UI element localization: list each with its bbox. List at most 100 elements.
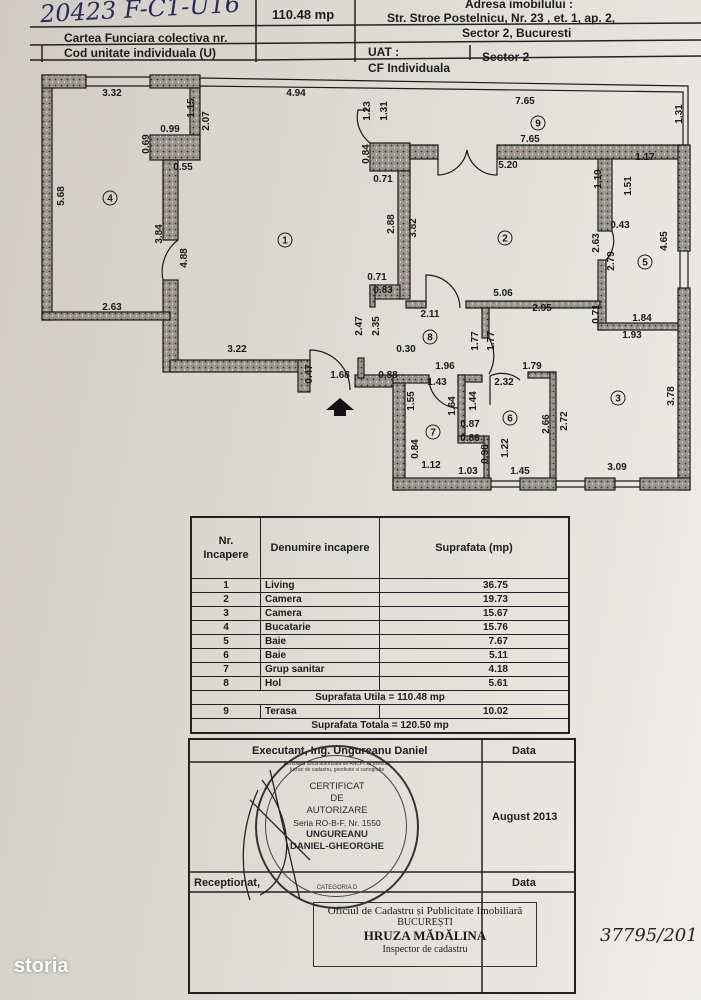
office-stamp: Oficiul de Cadastru și Publicitate Imobi… [313,902,537,967]
room-name: Baie [260,648,380,663]
col-header-name: Denumire incapere [260,516,380,579]
room-number-1: 1 [277,232,293,248]
room-area: 4.18 [379,662,570,677]
dimension-label: 1.84 [632,313,652,324]
table-row: 9 Terasa 10.02 [190,704,570,719]
room-area: 15.76 [379,620,570,635]
inspector-role: Inspector de cadastru [382,944,468,955]
room-area: 36.75 [379,578,570,593]
wall [392,477,492,491]
stamp-ring-text: Persoana fizica autorizata de ANCPI sa e… [283,761,391,773]
dimension-label: 1.77 [470,331,481,351]
dimension-label: 0.47 [304,364,315,384]
dimension-label: 2.66 [541,414,552,434]
wall [41,74,53,321]
room-name: Living [260,578,380,593]
dimension-label: 1.12 [421,460,441,471]
dimension-label: 1.23 [362,101,373,121]
room-area: 7.67 [379,634,570,649]
wall [149,74,201,89]
wall [465,300,601,309]
wall [639,477,691,491]
dimension-label: 5.20 [498,160,518,171]
room-number-label: 7 [430,428,436,439]
cf-individuala-label: CF Individuala [368,61,451,75]
dimension-label: 1.51 [623,176,634,196]
address-label: Adresa imobilului : [465,0,574,11]
date-value: August 2013 [492,811,558,823]
dimension-label: 1.15 [186,98,197,118]
address-line2: Sector 2, Bucuresti [462,26,572,40]
dimension-label: 0.87 [460,419,480,430]
wall [457,374,466,442]
dimension-label: 2.63 [102,302,122,313]
room-area: 19.73 [379,592,570,607]
wall [397,170,411,300]
dimension-label: 1.96 [435,361,455,372]
room-number-label: 5 [642,258,648,269]
wall [41,311,171,321]
wall [369,142,411,172]
dimension-label: 4.94 [286,88,306,99]
room-name: Terasa [260,704,380,719]
room-number-label: 2 [502,234,508,245]
wall [496,144,691,160]
dimension-label: 1.44 [468,391,479,411]
room-nr: 6 [190,648,261,663]
office-line2: BUCUREȘTI [397,917,453,928]
cod-unitate-label: Cod unitate individuala (U) [64,46,216,60]
room-name: Baie [260,634,380,649]
dimension-label: 0.69 [141,134,152,154]
room-name: Camera [260,606,380,621]
dimension-label: 1.03 [458,466,478,477]
wall [409,144,439,160]
dimension-label: 7.65 [520,134,540,145]
dimension-label: 0.71 [367,272,387,283]
room-area: 15.67 [379,606,570,621]
room-nr: 8 [190,676,261,691]
room-number-label: 6 [507,414,513,425]
dimension-label: 3.82 [408,218,419,238]
area-value: 110.48 mp [272,7,335,22]
office-line1: Oficiul de Cadastru și Publicitate Imobi… [327,905,523,917]
door-swing [425,274,461,309]
wall [162,279,179,373]
dimension-label: 2.95 [532,303,552,314]
dimension-label: 0.55 [173,162,193,173]
room-number-8: 8 [422,329,438,345]
dimension-label: 2.63 [591,233,602,253]
room-number-label: 9 [535,119,541,130]
floor-plan: 3.321.152.070.990.690.555.683.844.882.63… [41,74,691,491]
room-nr: 7 [190,662,261,677]
room-number-4: 4 [102,190,118,206]
room-name: Grup sanitar [260,662,380,677]
uat-label: UAT : [368,45,400,59]
wall [584,477,616,491]
stamp-line3: AUTORIZARE [306,805,368,816]
dimension-label: 0.84 [410,439,421,459]
dimension-label: 0.71 [373,174,393,185]
receptionat-label: Receptionat, [194,877,261,889]
wall [149,134,201,161]
wall [597,322,681,331]
dimension-label: 5.06 [493,288,513,299]
col-header-area: Suprafata (mp) [379,516,570,579]
stamp-line6: DANIEL-GHEORGHE [290,841,384,852]
dimension-label: 1.17 [635,152,655,163]
dimension-label: 2.88 [386,214,397,234]
dimension-label: 1.93 [622,330,642,341]
dimension-label: 1.45 [510,466,530,477]
dimension-label: 4.65 [659,231,670,251]
door-swing [161,239,179,281]
door-swing [489,372,521,405]
uat-value: Sector 2 [482,50,530,64]
room-nr: 9 [190,704,261,719]
handwritten-number: 37795/201 [600,925,698,946]
room-area: 10.02 [379,704,570,719]
window [86,76,689,488]
room-number-5: 5 [637,254,653,270]
